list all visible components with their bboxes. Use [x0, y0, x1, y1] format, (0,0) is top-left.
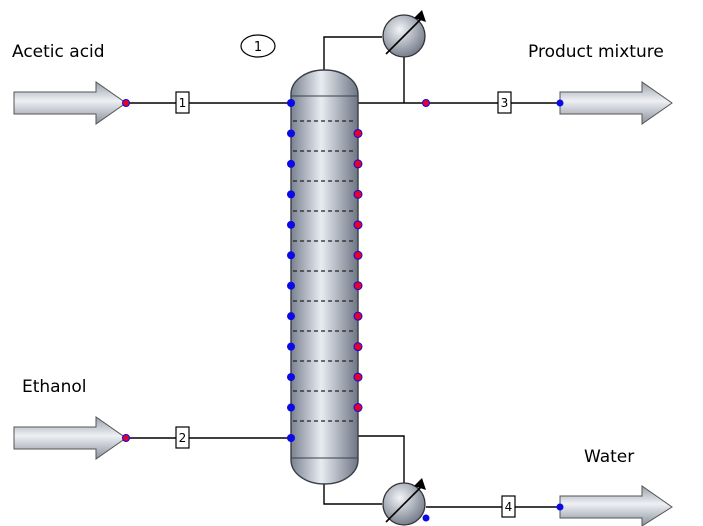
stream-box-2[interactable]: 2 [175, 426, 190, 449]
column-ports [287, 99, 363, 442]
column-port-right-9[interactable] [353, 342, 363, 352]
stream-label-acetic-acid: Acetic acid [12, 42, 105, 62]
port-ethanol-out[interactable] [122, 434, 130, 442]
column-port-left-7[interactable] [287, 281, 295, 290]
column-port-left-10[interactable] [287, 373, 295, 382]
stream-label-ethanol: Ethanol [22, 377, 87, 397]
column-port-left-4[interactable] [287, 190, 295, 199]
condenser-arrow-icon [385, 17, 423, 55]
stream-label-product-mixture: Product mixture [528, 42, 664, 62]
column-port-right-2[interactable] [353, 128, 363, 138]
unit-label: 1 [240, 34, 276, 58]
column-port-left-8[interactable] [287, 312, 295, 321]
stream-box-3[interactable]: 3 [497, 91, 512, 114]
column-port-right-5[interactable] [353, 220, 363, 230]
product-arrow-mixture[interactable] [559, 81, 673, 125]
column-port-right-8[interactable] [353, 311, 363, 321]
column-port-right-6[interactable] [353, 250, 363, 260]
condenser[interactable] [382, 10, 426, 58]
column-port-left-11[interactable] [287, 403, 295, 412]
stream-box-1[interactable]: 1 [175, 91, 190, 114]
port-acetic-acid-out[interactable] [122, 99, 130, 107]
column-port-left-9[interactable] [287, 342, 295, 351]
stream-box-4-text: 4 [505, 500, 513, 514]
column-port-left-3[interactable] [287, 159, 295, 168]
reboiler[interactable] [382, 478, 426, 526]
distillation-column[interactable] [290, 69, 359, 485]
column-port-right-3[interactable] [353, 159, 363, 169]
stream-box-4[interactable]: 4 [501, 495, 516, 518]
column-port-left-1[interactable] [287, 99, 295, 107]
port-condenser-out[interactable] [422, 99, 430, 107]
stream-box-1-text: 1 [179, 96, 187, 110]
stream-box-3-text: 3 [501, 96, 509, 110]
column-trays [293, 120, 356, 422]
stream-label-water: Water [584, 447, 634, 467]
column-port-left-6[interactable] [287, 251, 295, 260]
stream-ports [122, 99, 564, 522]
product-arrow-water[interactable] [559, 485, 673, 526]
column-port-right-11[interactable] [353, 403, 363, 413]
port-reboiler-out[interactable] [422, 514, 430, 522]
feed-arrow-ethanol[interactable] [13, 416, 127, 460]
column-port-left-2[interactable] [287, 129, 295, 138]
feed-arrow-acetic-acid[interactable] [13, 81, 127, 125]
port-product-in[interactable] [556, 99, 564, 107]
column-port-left-12[interactable] [287, 434, 295, 442]
column-port-right-4[interactable] [353, 189, 363, 199]
stream-lines [126, 36, 560, 508]
stream-box-2-text: 2 [179, 431, 187, 445]
port-water-in[interactable] [556, 503, 564, 511]
column-port-right-7[interactable] [353, 281, 363, 291]
unit-label-text: 1 [254, 40, 262, 55]
reboiler-arrow-icon [385, 485, 423, 523]
column-port-right-10[interactable] [353, 372, 363, 382]
column-port-left-5[interactable] [287, 220, 295, 229]
